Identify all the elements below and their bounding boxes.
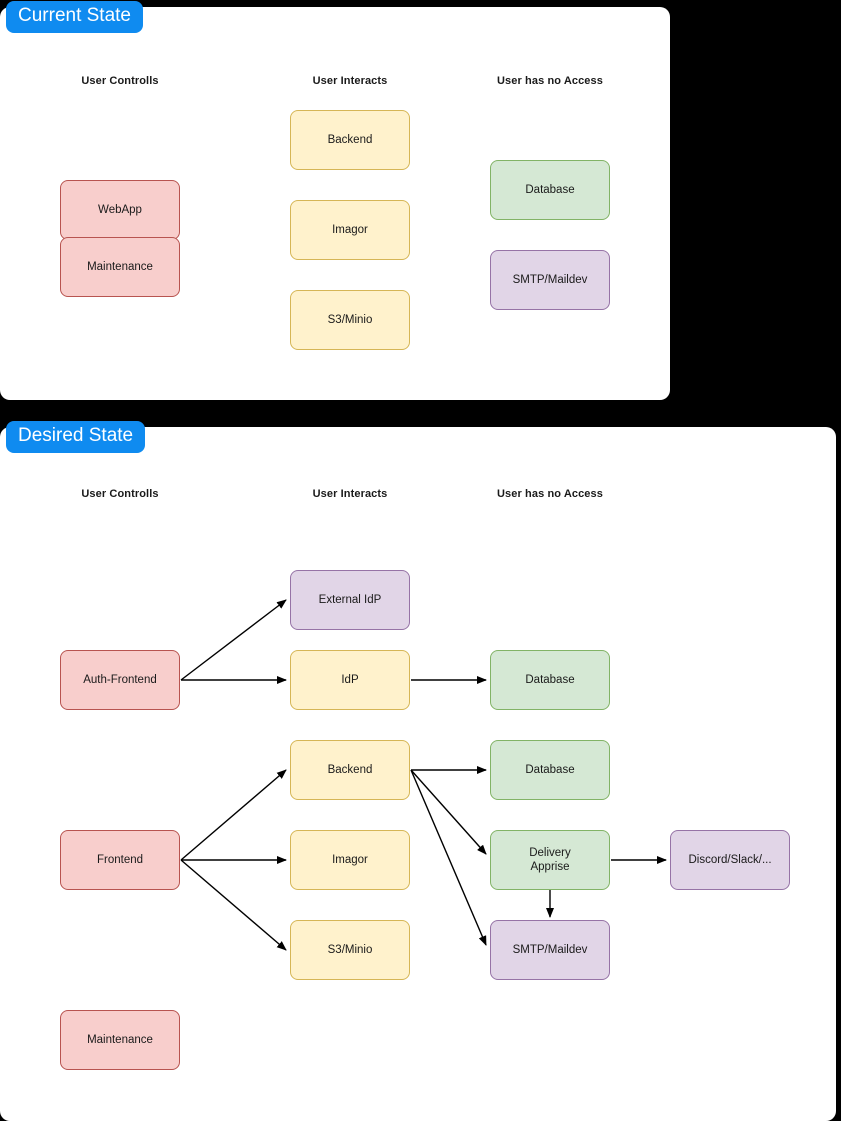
column-header-user-controls-current: User Controlls <box>81 75 159 87</box>
node-backend-current[interactable]: Backend <box>290 110 410 170</box>
node-imagor-current[interactable]: Imagor <box>290 200 410 260</box>
edge-authfrontend-externalidp <box>180 599 287 681</box>
node-idp[interactable]: IdP <box>290 650 410 710</box>
tab-desired-state[interactable]: Desired State <box>6 421 146 453</box>
node-discord-slack[interactable]: Discord/Slack/... <box>670 830 790 890</box>
column-header-user-controls-desired: User Controlls <box>81 488 159 500</box>
node-imagor-desired[interactable]: Imagor <box>290 830 410 890</box>
node-smtp-maildev-current[interactable]: SMTP/Maildev <box>490 250 610 310</box>
node-frontend[interactable]: Frontend <box>60 830 180 890</box>
node-s3minio-current[interactable]: S3/Minio <box>290 290 410 350</box>
edge-frontend-backend <box>180 769 287 861</box>
edge-backend-smtp <box>410 769 487 946</box>
tab-current-state[interactable]: Current State <box>6 1 143 33</box>
node-smtp-maildev-desired[interactable]: SMTP/Maildev <box>490 920 610 980</box>
current-state-panel: User Controlls User Interacts User has n… <box>0 7 670 400</box>
edge-frontend-s3minio <box>180 859 287 951</box>
node-webapp[interactable]: WebApp <box>60 180 180 240</box>
node-external-idp[interactable]: External IdP <box>290 570 410 630</box>
column-header-user-interacts-desired: User Interacts <box>312 488 388 500</box>
column-header-user-no-access-current: User has no Access <box>497 75 603 87</box>
desired-state-panel: User Controlls User Interacts User has n… <box>0 427 836 1121</box>
column-header-user-interacts-current: User Interacts <box>312 75 388 87</box>
column-header-user-no-access-desired: User has no Access <box>497 488 603 500</box>
node-s3minio-desired[interactable]: S3/Minio <box>290 920 410 980</box>
node-backend-desired[interactable]: Backend <box>290 740 410 800</box>
node-database-current[interactable]: Database <box>490 160 610 220</box>
node-delivery-apprise[interactable]: Delivery Apprise <box>490 830 610 890</box>
node-database-backend[interactable]: Database <box>490 740 610 800</box>
node-maintenance-desired[interactable]: Maintenance <box>60 1010 180 1070</box>
node-auth-frontend[interactable]: Auth-Frontend <box>60 650 180 710</box>
node-database-idp[interactable]: Database <box>490 650 610 710</box>
edge-backend-delivery <box>410 769 487 855</box>
node-maintenance-current[interactable]: Maintenance <box>60 237 180 297</box>
